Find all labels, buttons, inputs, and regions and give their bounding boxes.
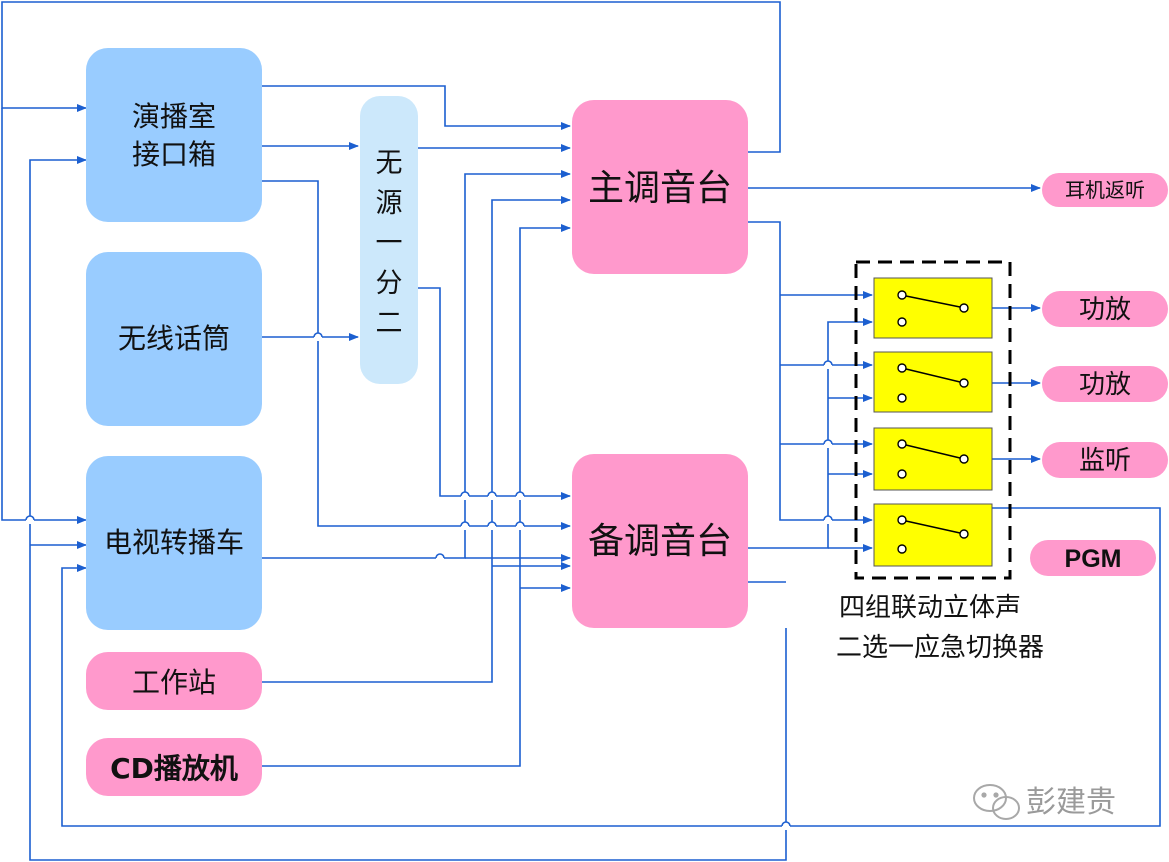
line-splitter-to-backup xyxy=(418,287,571,500)
headphone-return-label: 耳机返听 xyxy=(1065,178,1145,202)
node-tv-truck: 电视转播车 xyxy=(86,456,262,630)
pgm-label: PGM xyxy=(1065,545,1122,573)
node-passive-splitter: 无 源 一 分 二 xyxy=(360,96,418,384)
switcher-caption-1: 四组联动立体声 xyxy=(839,593,1021,623)
node-workstation: 工作站 xyxy=(86,652,262,710)
emergency-switcher xyxy=(854,260,1012,580)
node-amp-2: 功放 xyxy=(1042,366,1168,402)
node-pgm: PGM xyxy=(1030,540,1156,576)
line-backup-out-bus xyxy=(748,318,873,549)
node-backup-console: 备调音台 xyxy=(572,454,748,628)
workstation-label: 工作站 xyxy=(132,666,216,699)
tv-truck-label: 电视转播车 xyxy=(104,526,244,559)
line-left-bus-to-tv xyxy=(1,108,87,524)
node-studio-box: 演播室 接口箱 xyxy=(86,48,262,222)
switch-unit-1 xyxy=(873,277,993,339)
main-console-label: 主调音台 xyxy=(588,168,732,209)
line-main-out-bus xyxy=(748,221,873,524)
switcher-caption-2: 二选一应急切换器 xyxy=(836,633,1044,663)
switch-unit-4 xyxy=(873,503,993,567)
amp-1-label: 功放 xyxy=(1079,295,1131,325)
node-amp-1: 功放 xyxy=(1042,291,1168,327)
switch-unit-2 xyxy=(873,351,993,413)
line-main-to-studio xyxy=(1,1,781,153)
watermark-text: 彭建贵 xyxy=(1026,785,1116,820)
wechat-icon xyxy=(973,784,1020,820)
node-wireless-mic: 无线话筒 xyxy=(86,252,262,426)
node-monitor: 监听 xyxy=(1042,442,1168,478)
amp-2-label: 功放 xyxy=(1079,370,1131,400)
line-tv-to-main xyxy=(262,170,571,559)
node-cd-player: CD播放机 xyxy=(86,738,262,796)
node-headphone-return: 耳机返听 xyxy=(1042,173,1168,207)
studio-box-label-1: 演播室 xyxy=(132,100,216,133)
splitter-char-4: 分 xyxy=(376,268,403,299)
studio-box-label-2: 接口箱 xyxy=(132,138,216,171)
line-studio-to-backup xyxy=(262,180,571,530)
splitter-char-3: 一 xyxy=(376,228,403,259)
node-main-console: 主调音台 xyxy=(572,100,748,274)
line-studio-to-main-1 xyxy=(262,85,571,130)
switch-unit-3 xyxy=(873,427,993,491)
cd-player-label: CD播放机 xyxy=(110,752,238,785)
line-bottom-loop-studio xyxy=(29,156,787,861)
splitter-char-1: 无 xyxy=(376,148,403,179)
line-ws-to-main xyxy=(262,196,571,683)
line-crossings xyxy=(26,333,832,830)
splitter-char-5: 二 xyxy=(376,308,403,339)
line-pgm-to-tv xyxy=(61,507,1161,827)
monitor-label: 监听 xyxy=(1079,446,1131,476)
splitter-char-2: 源 xyxy=(376,188,403,219)
backup-console-label: 备调音台 xyxy=(588,521,732,562)
watermark: 彭建贵 xyxy=(973,784,1116,820)
wireless-mic-label: 无线话筒 xyxy=(118,322,230,355)
